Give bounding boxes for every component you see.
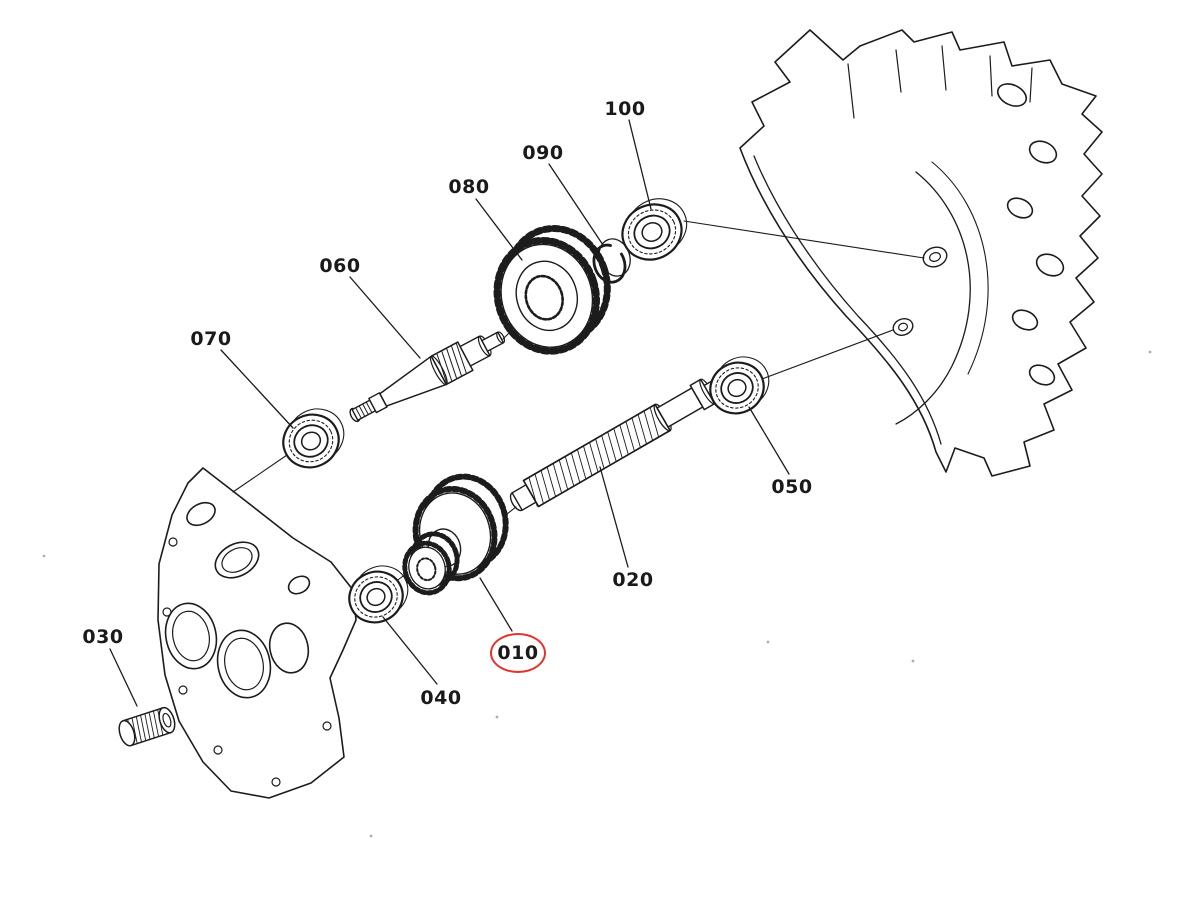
part-label-040: 040 <box>420 687 462 709</box>
bearing-050 <box>709 356 770 415</box>
gear-cluster-010 <box>402 473 509 596</box>
part-label-010: 010 <box>497 642 539 664</box>
label-leader-lines <box>109 119 790 707</box>
transmission-housing <box>739 29 1103 477</box>
side-cover-plate <box>157 467 357 799</box>
shaft-060 <box>349 331 506 423</box>
assembly-axis-lines <box>232 220 925 587</box>
gear-080 <box>493 225 611 355</box>
bearing-070 <box>282 408 345 469</box>
part-label-070: 070 <box>190 328 232 350</box>
part-label-030: 030 <box>82 626 124 648</box>
part-label-090: 090 <box>522 142 564 164</box>
highlight-circle-010: 010 <box>490 633 546 673</box>
scan-specks <box>42 350 1152 838</box>
part-label-060: 060 <box>319 255 361 277</box>
bushing-030 <box>118 706 176 747</box>
part-label-080: 080 <box>448 176 490 198</box>
part-label-100: 100 <box>604 98 646 120</box>
main-shaft-020 <box>509 371 736 512</box>
bearing-100 <box>621 198 688 261</box>
part-label-020: 020 <box>612 569 654 591</box>
part-label-050: 050 <box>771 476 813 498</box>
bearing-040 <box>348 565 409 624</box>
